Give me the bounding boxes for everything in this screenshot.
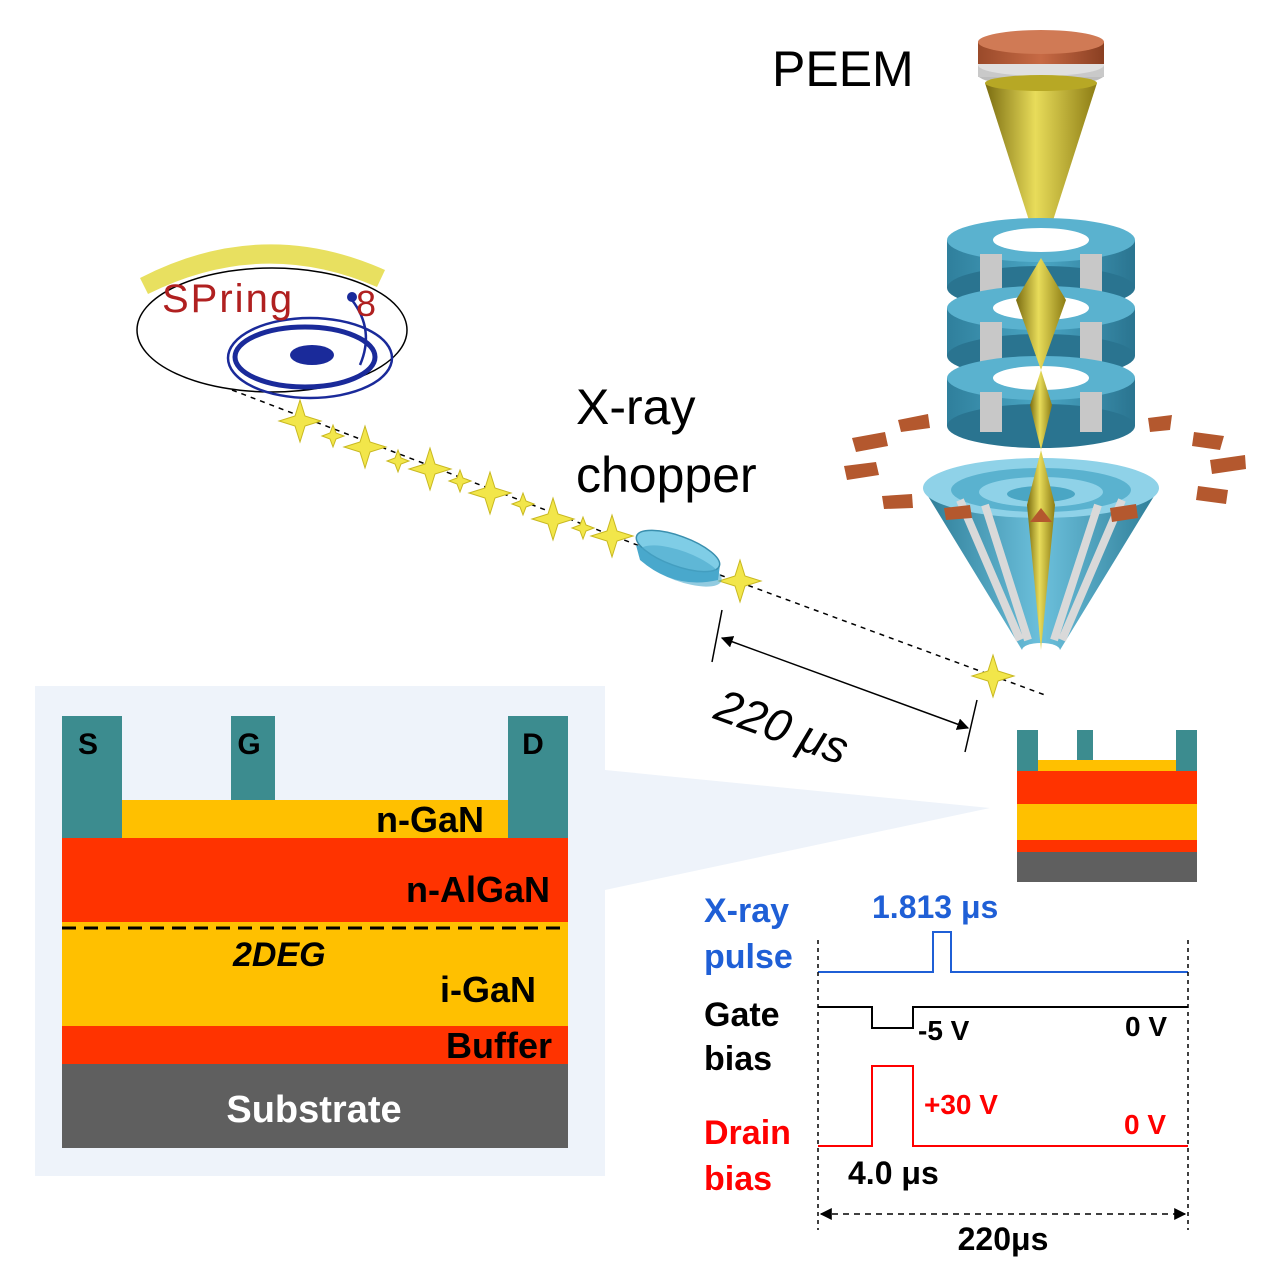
timing-diagram: X-ray pulse 1.813 μs Gate bias -5 V 0 V … <box>704 889 1189 1257</box>
buffer-layer <box>62 1026 568 1064</box>
2deg-label: 2DEG <box>232 936 326 974</box>
distance-tick-right <box>964 699 978 753</box>
gate-label: G <box>237 728 260 761</box>
gate-zero-value: 0 V <box>1125 1011 1167 1042</box>
peem-column <box>844 30 1246 657</box>
distance-arrow <box>720 636 970 730</box>
buffer-label: Buffer <box>446 1025 552 1066</box>
xray-chopper-disk <box>635 529 722 587</box>
drain-electrode <box>508 716 568 838</box>
drain-label: D <box>522 728 544 761</box>
gate-bias-trace <box>818 1006 1188 1029</box>
xray-pulse-sparkles <box>277 398 1016 699</box>
substrate-layer <box>62 1064 568 1148</box>
gate-bias-label-1: Gate <box>704 996 780 1034</box>
period-value: 220μs <box>958 1221 1049 1257</box>
gate-bias-label-2: bias <box>704 1040 772 1078</box>
source-electrode <box>62 716 122 838</box>
spring8-logo: SPring 8 <box>136 244 408 400</box>
n-gan-layer <box>122 800 508 838</box>
spring-logo-number: 8 <box>356 283 376 324</box>
i-gan-layer <box>62 922 568 1026</box>
peem-label: PEEM <box>772 41 914 97</box>
beam-path-2 <box>719 574 1046 696</box>
xray-pulse-label-2: pulse <box>704 938 793 976</box>
device-cross-section: S G D n-GaN n-AlGaN 2DEG i-GaN Buffer Su… <box>62 716 568 1148</box>
drain-zero-value: 0 V <box>1124 1109 1166 1140</box>
drain-bias-label-1: Drain <box>704 1114 791 1152</box>
drain-width-value: 4.0 μs <box>848 1155 939 1191</box>
xray-pulse-trace <box>818 931 1188 973</box>
zoom-wedge <box>605 770 990 890</box>
drain-high-value: +30 V <box>924 1089 998 1120</box>
source-label: S <box>78 728 98 761</box>
distance-label: 220 μs <box>708 678 856 774</box>
substrate-label: Substrate <box>226 1089 401 1131</box>
drain-bias-trace <box>818 1065 1188 1147</box>
distance-tick-left <box>711 609 723 663</box>
i-gan-label: i-GaN <box>440 969 536 1010</box>
xray-pulse-width: 1.813 μs <box>872 889 998 925</box>
xray-chopper-label-1: X-ray <box>576 379 695 435</box>
drain-bias-label-2: bias <box>704 1160 772 1198</box>
gate-low-value: -5 V <box>918 1015 970 1046</box>
n-algan-label: n-AlGaN <box>406 869 550 910</box>
gate-electrode <box>231 716 275 800</box>
n-gan-label: n-GaN <box>376 799 484 840</box>
xray-pulse-label-1: X-ray <box>704 892 789 930</box>
spring-logo-text: SPring <box>162 277 294 321</box>
small-device <box>1017 730 1197 882</box>
n-algan-layer <box>62 838 568 922</box>
xray-chopper-label-2: chopper <box>576 447 757 503</box>
